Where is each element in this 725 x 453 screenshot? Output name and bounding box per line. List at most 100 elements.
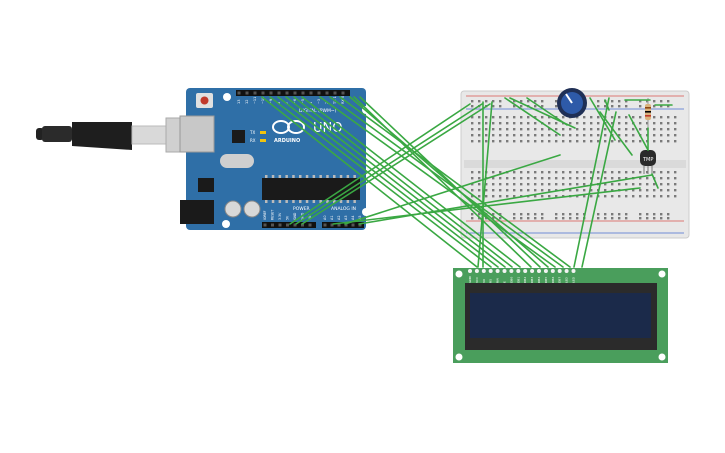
- lcd-pin[interactable]: [516, 269, 521, 273]
- digital-pin[interactable]: [277, 91, 281, 95]
- lcd-pin[interactable]: [468, 269, 472, 273]
- analog-pin[interactable]: [330, 223, 334, 227]
- analog-pin[interactable]: [344, 223, 348, 227]
- power-pin-label: IOREF: [263, 210, 267, 220]
- power-pin[interactable]: [293, 223, 297, 227]
- digital-pin[interactable]: [269, 91, 273, 95]
- analog-pin[interactable]: [337, 223, 341, 227]
- analog-pin[interactable]: [351, 223, 355, 227]
- power-pin[interactable]: [271, 223, 274, 227]
- power-pin[interactable]: [286, 223, 289, 227]
- resistor-icon[interactable]: [645, 98, 651, 128]
- digital-pin[interactable]: [333, 91, 337, 95]
- digital-pin-label: 8: [277, 102, 281, 104]
- digital-pin[interactable]: [317, 91, 321, 95]
- tx-label: TX: [249, 130, 255, 135]
- wire[interactable]: [353, 96, 532, 268]
- power-pin-label: 5V: [286, 215, 290, 220]
- lcd-pin[interactable]: [481, 269, 486, 273]
- digital-pin-label: 7: [285, 102, 289, 104]
- analog-pin-label: A1: [330, 216, 334, 220]
- power-pin[interactable]: [278, 223, 282, 227]
- arduino-logo-icon: [272, 120, 305, 134]
- digital-pin[interactable]: [245, 91, 249, 95]
- analog-pin-label: A3: [344, 216, 348, 220]
- analog-pin[interactable]: [323, 223, 327, 227]
- analog-pin[interactable]: [358, 223, 362, 227]
- lcd-pin-label: DB3: [530, 277, 534, 283]
- wire[interactable]: [329, 96, 564, 268]
- lcd-pin[interactable]: [523, 269, 528, 273]
- power-label: POWER: [293, 206, 310, 212]
- lcd-pin-label: DB5: [544, 277, 548, 283]
- digital-pin[interactable]: [325, 91, 329, 95]
- wire[interactable]: [261, 96, 478, 268]
- wire[interactable]: [477, 101, 493, 268]
- lcd-pin-label: DB7: [558, 277, 562, 283]
- lcd-pin[interactable]: [509, 269, 514, 273]
- wire[interactable]: [651, 173, 659, 189]
- temperature-sensor-icon[interactable]: TMP: [640, 150, 656, 174]
- analog-pin-label: A0: [323, 216, 327, 220]
- wire[interactable]: [285, 96, 506, 268]
- digital-pin[interactable]: [253, 91, 257, 95]
- lcd-pin-label: DB4: [537, 277, 541, 283]
- wire[interactable]: [358, 174, 653, 225]
- wires[interactable]: [261, 96, 673, 268]
- lcd-pin[interactable]: [571, 269, 576, 273]
- lcd-pin-label: V0: [482, 279, 486, 283]
- wire[interactable]: [277, 96, 499, 268]
- wire[interactable]: [581, 111, 617, 268]
- lcd-pin[interactable]: [530, 269, 535, 273]
- breadboard-holes[interactable]: [471, 100, 677, 220]
- digital-pin[interactable]: [341, 91, 345, 95]
- wire[interactable]: [339, 96, 571, 268]
- wire[interactable]: [293, 96, 513, 268]
- digital-pin[interactable]: [301, 91, 305, 95]
- digital-pin[interactable]: [237, 91, 241, 95]
- lcd-pin-label: DB0: [509, 277, 513, 283]
- wire[interactable]: [301, 103, 491, 225]
- power-pin-label: GND: [293, 212, 297, 220]
- sensor-label: TMP: [642, 157, 653, 163]
- wire[interactable]: [504, 97, 561, 136]
- power-pin[interactable]: [263, 223, 267, 227]
- wire[interactable]: [573, 97, 610, 268]
- potentiometer-icon[interactable]: [557, 88, 587, 118]
- wire[interactable]: [628, 114, 649, 151]
- digital-pin-label: 13: [237, 100, 241, 104]
- wire[interactable]: [344, 154, 561, 225]
- lcd-pin-label: LED: [572, 276, 576, 283]
- wire[interactable]: [604, 99, 610, 111]
- digital-pin[interactable]: [261, 91, 265, 95]
- wire[interactable]: [295, 103, 483, 225]
- wire[interactable]: [359, 96, 541, 268]
- digital-pin[interactable]: [309, 91, 313, 95]
- lcd-pin[interactable]: [488, 269, 493, 273]
- power-pin[interactable]: [301, 223, 304, 227]
- wire[interactable]: [289, 103, 471, 225]
- digital-label: DIGITAL (PWM~): [299, 108, 337, 114]
- digital-pin-label: ~6: [293, 99, 297, 104]
- lcd-pin-label: LED: [565, 276, 569, 283]
- power-pin[interactable]: [308, 223, 312, 227]
- lcd-pin[interactable]: [495, 269, 500, 273]
- wire[interactable]: [269, 96, 492, 268]
- lcd-pin-label: DB1: [516, 277, 520, 283]
- wire[interactable]: [526, 97, 568, 126]
- lcd-pin[interactable]: [564, 269, 569, 273]
- digital-pin[interactable]: [293, 91, 297, 95]
- digital-pin[interactable]: [285, 91, 289, 95]
- lcd-pin[interactable]: [543, 269, 548, 273]
- lcd-pin[interactable]: [537, 269, 541, 273]
- power-jack[interactable]: [180, 200, 214, 224]
- lcd-pin[interactable]: [502, 269, 507, 273]
- lcd-pin[interactable]: [557, 269, 562, 273]
- breadboard[interactable]: [460, 90, 690, 239]
- lcd-pin[interactable]: [474, 269, 479, 273]
- lcd-pin[interactable]: [550, 269, 555, 273]
